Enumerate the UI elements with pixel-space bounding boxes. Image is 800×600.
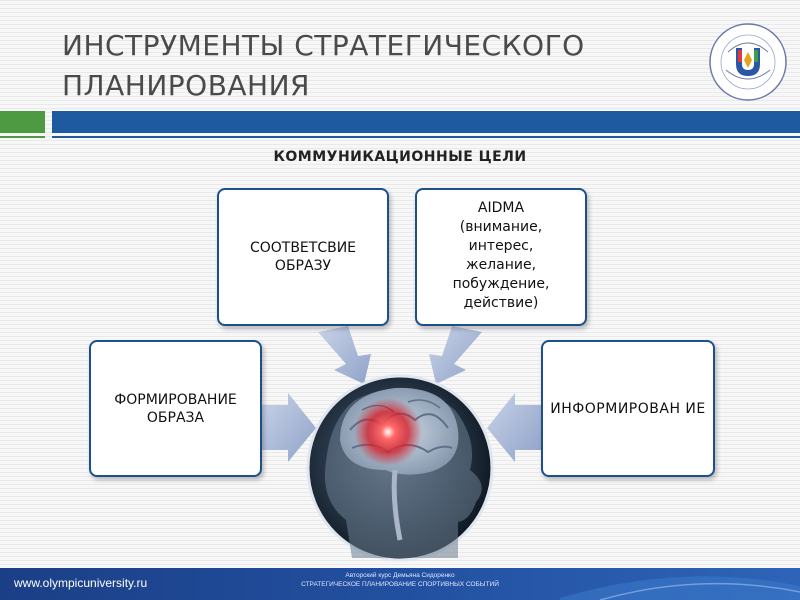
footer-course-info: Авторский курс Демьяна Сидоренко СТРАТЕГ… xyxy=(250,571,550,589)
goal-label-aidma: AIDMA (внимание, интерес, желание, побуж… xyxy=(452,200,550,311)
goal-box-informing: ИНФОРМИРОВАН ИЕ xyxy=(541,340,715,477)
goal-label-image-formation: ФОРМИРОВАНИЕ ОБРАЗА xyxy=(114,391,237,426)
arrow-left xyxy=(262,393,316,462)
header-line-blue xyxy=(52,136,800,138)
header-line-green xyxy=(0,136,45,138)
goal-box-image-compliance: СООТВЕТСВИЕ ОБРАЗУ xyxy=(217,188,389,326)
diagram-title: КОММУНИКАЦИОННЫЕ ЦЕЛИ xyxy=(273,149,527,165)
university-logo xyxy=(709,23,787,101)
arrow-top-right xyxy=(429,326,482,384)
arrow-right xyxy=(487,393,541,462)
goal-label-informing: ИНФОРМИРОВАН ИЕ xyxy=(550,400,706,417)
footer-author: Авторский курс Демьяна Сидоренко xyxy=(345,572,455,579)
footer-url[interactable]: www.olympicuniversity.ru xyxy=(14,576,148,590)
footer-course-title: СТРАТЕГИЧЕСКОЕ ПЛАНИРОВАНИЕ СПОРТИВНЫХ С… xyxy=(301,581,499,588)
goal-box-aidma: AIDMA (внимание, интерес, желание, побуж… xyxy=(415,188,587,326)
header-bar-green xyxy=(0,111,45,133)
arrow-top-left xyxy=(318,326,371,384)
goal-label-image-compliance: СООТВЕТСВИЕ ОБРАЗУ xyxy=(249,240,357,274)
slide-title: ИНСТРУМЕНТЫ СТРАТЕГИЧЕСКОГО ПЛАНИРОВАНИЯ xyxy=(62,29,585,102)
footer-swoosh-decoration xyxy=(560,576,800,600)
header-bar-blue xyxy=(52,111,800,133)
goal-box-image-formation: ФОРМИРОВАНИЕ ОБРАЗА xyxy=(89,340,262,477)
brain-head-illustration xyxy=(306,374,494,562)
